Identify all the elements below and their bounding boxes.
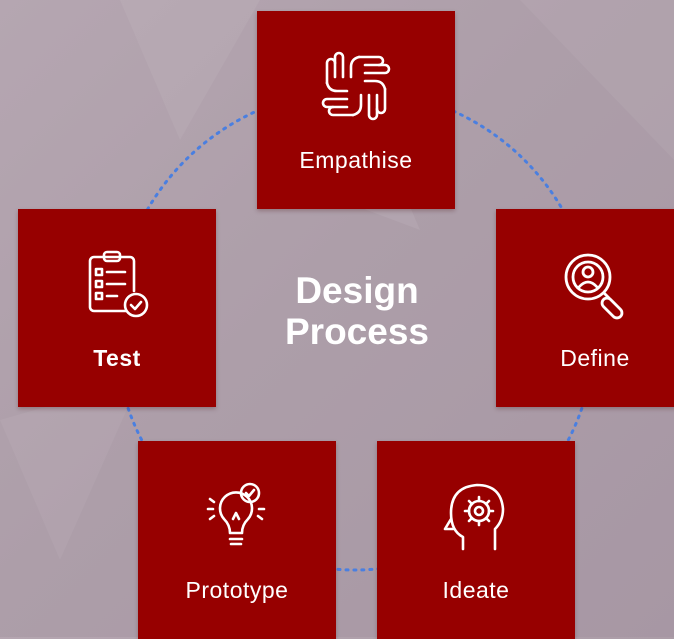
- step-label-define: Define: [560, 345, 630, 371]
- step-label-test: Test: [93, 345, 141, 371]
- diagram-title: Design Process: [262, 270, 452, 352]
- step-card-prototype: Prototype: [138, 441, 336, 639]
- step-card-define: Define: [496, 209, 674, 407]
- handshake-hands-icon: [321, 51, 391, 121]
- step-card-test: Test: [18, 209, 216, 407]
- step-label-prototype: Prototype: [185, 577, 289, 603]
- lightbulb-check-icon: [206, 482, 266, 546]
- magnifier-user-icon: [564, 253, 624, 320]
- title-line-1: Design: [295, 270, 419, 311]
- clipboard-check-icon: [88, 250, 149, 318]
- title-line-2: Process: [285, 311, 429, 352]
- step-card-empathise: Empathise: [257, 11, 455, 209]
- step-label-empathise: Empathise: [299, 147, 413, 173]
- head-gear-icon: [443, 483, 505, 551]
- step-card-ideate: Ideate: [377, 441, 575, 639]
- step-label-ideate: Ideate: [442, 577, 510, 603]
